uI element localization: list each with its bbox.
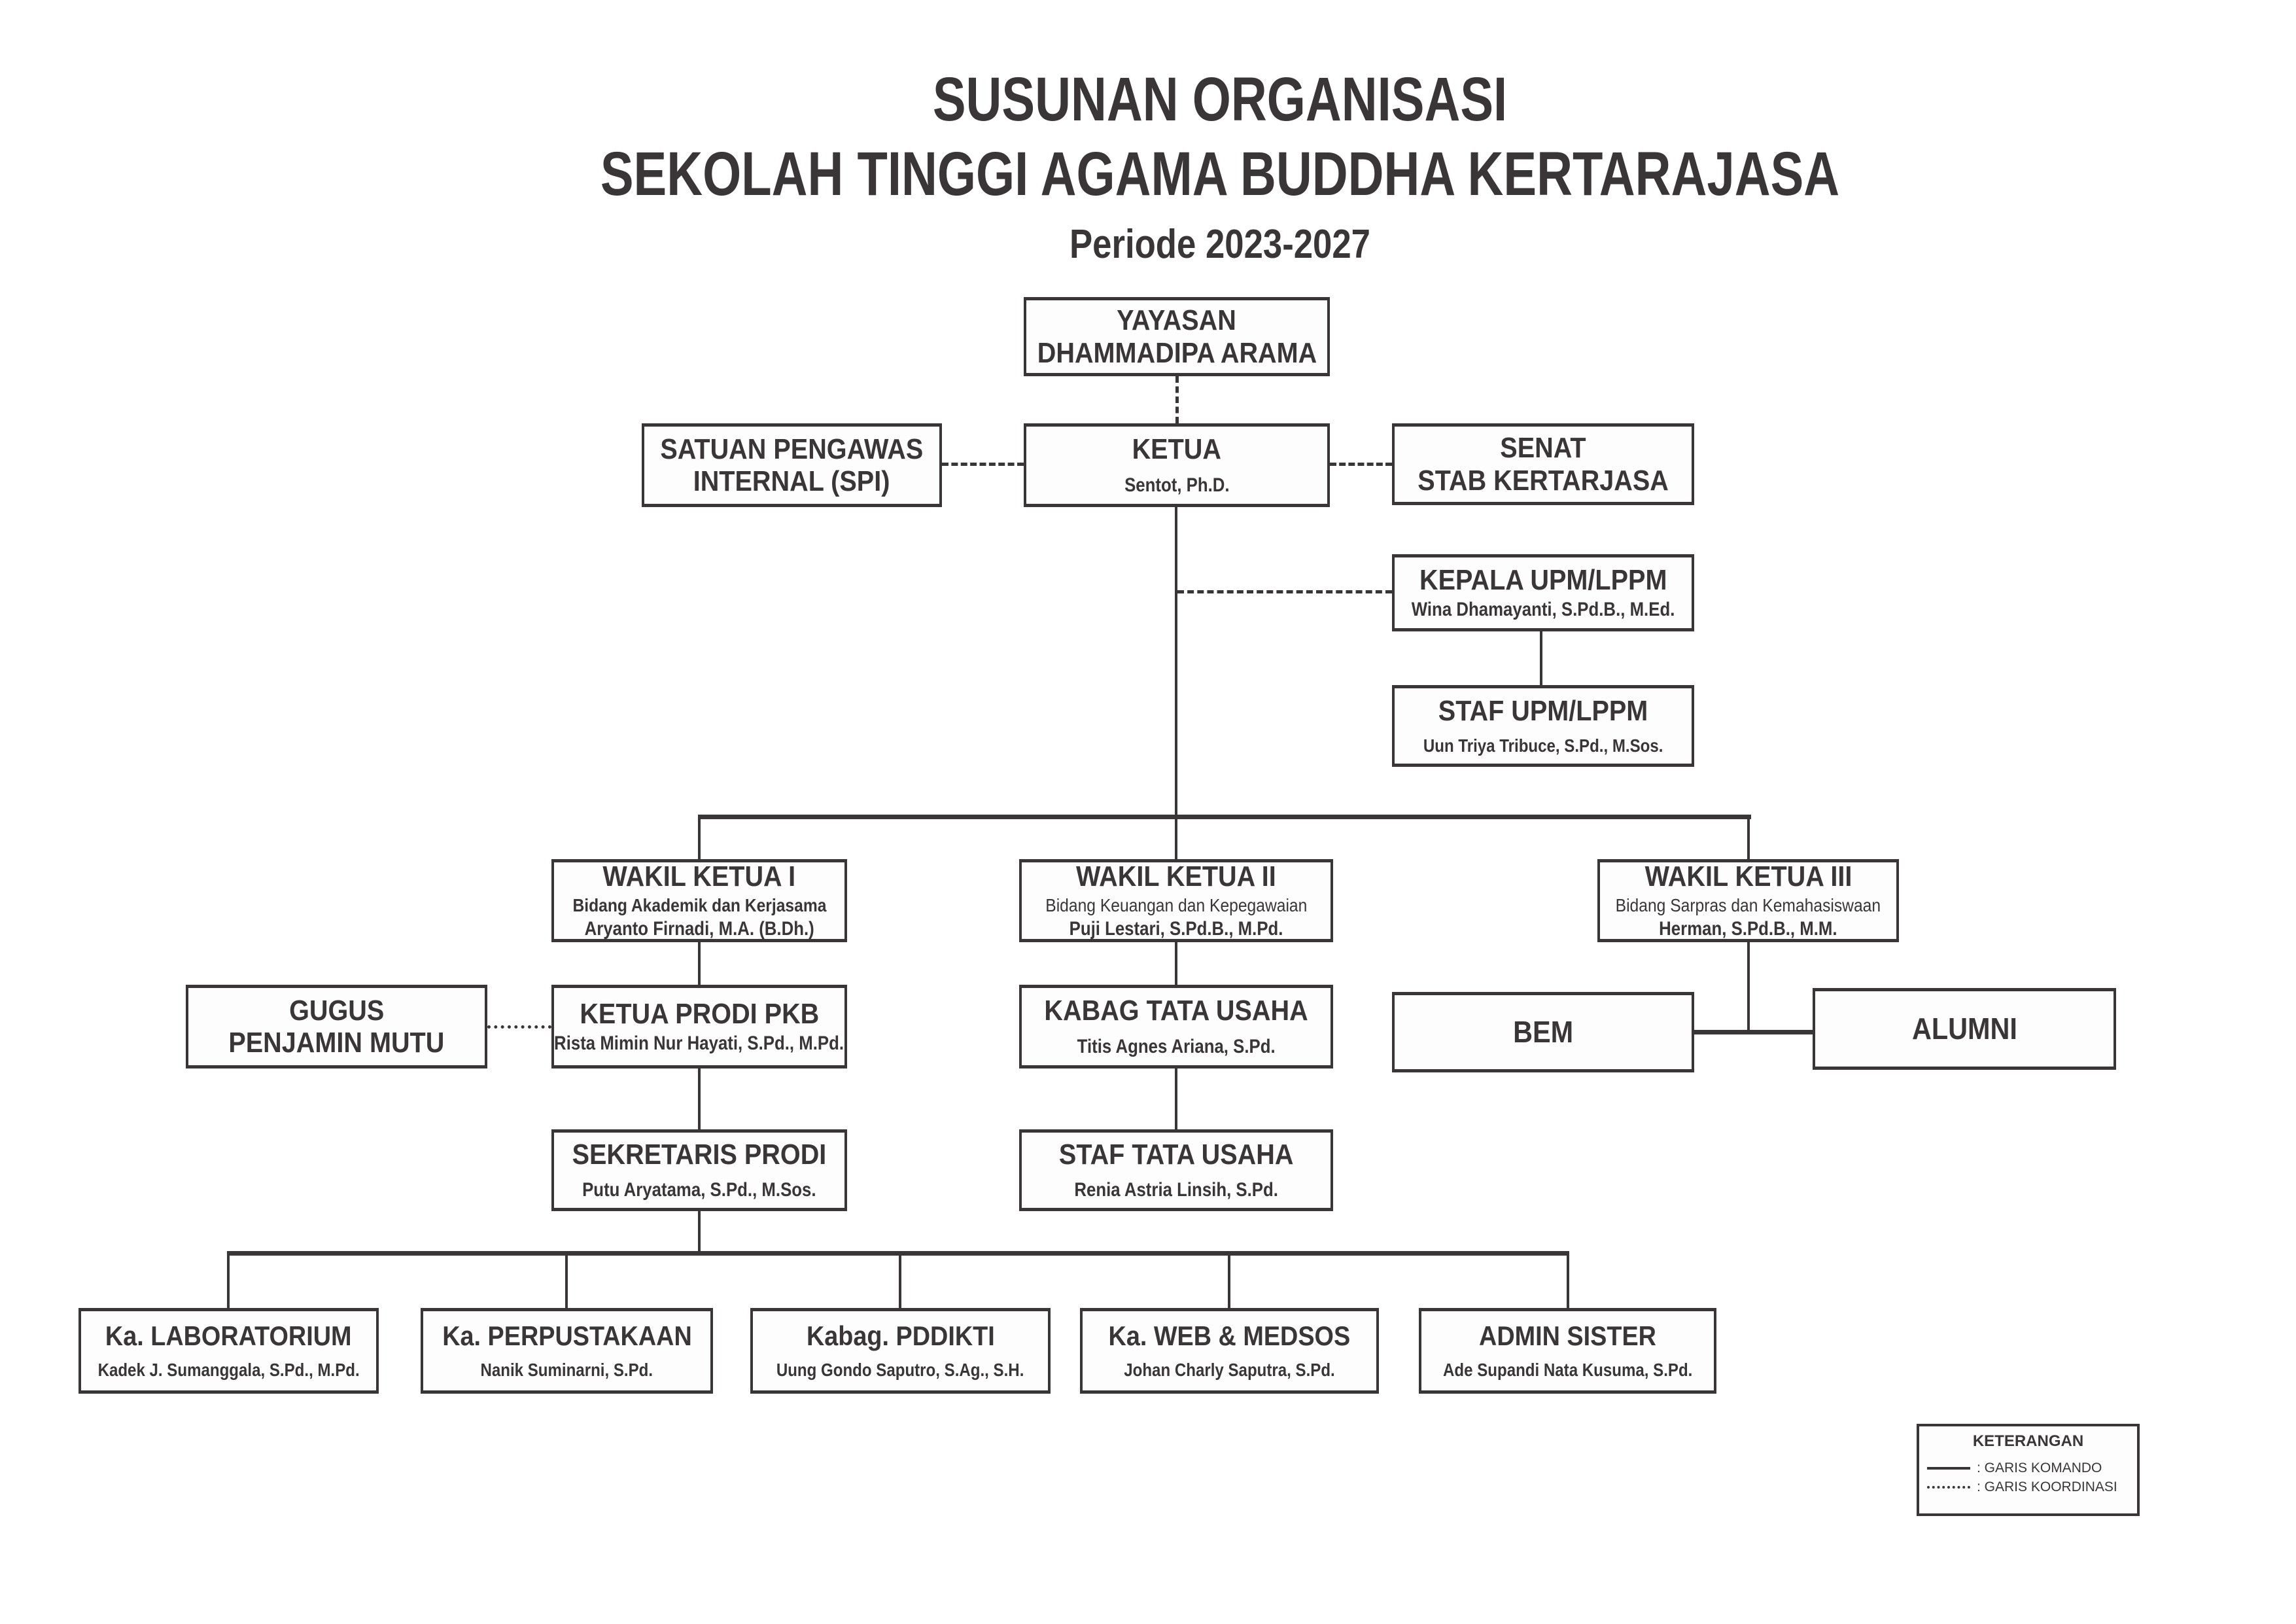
node-wakil-ketua-3-subtitle: Bidang Sarpras dan Kemahasiswaan: [1615, 895, 1881, 916]
node-ka-web-medsos: Ka. WEB & MEDSOS Johan Charly Saputra, S…: [1080, 1308, 1379, 1394]
node-wakil-ketua-2-title: WAKIL KETUA II: [1076, 860, 1276, 892]
node-spi: SATUAN PENGAWAS INTERNAL (SPI): [642, 423, 942, 507]
node-wakil-ketua-3-title: WAKIL KETUA III: [1644, 860, 1852, 892]
node-kabag-tu-title: KABAG TATA USAHA: [1044, 995, 1308, 1027]
node-ketua-title: KETUA: [1132, 433, 1222, 466]
node-staf-tata-usaha: STAF TATA USAHA Renia Astria Linsih, S.P…: [1019, 1129, 1333, 1211]
node-staf-upm: STAF UPM/LPPM Uun Triya Tribuce, S.Pd., …: [1392, 685, 1694, 767]
node-admin-sister-title: ADMIN SISTER: [1479, 1320, 1656, 1352]
node-kabag-pddikti: Kabag. PDDIKTI Uung Gondo Saputro, S.Ag.…: [750, 1308, 1051, 1394]
node-ketua: KETUA Sentot, Ph.D.: [1024, 423, 1330, 507]
connector-ketua-prodi-sekretaris: [698, 1068, 701, 1129]
connector-wk3-down: [1747, 942, 1750, 1034]
node-kabag-tata-usaha: KABAG TATA USAHA Titis Agnes Ariana, S.P…: [1019, 985, 1333, 1068]
node-spi-line2: INTERNAL (SPI): [693, 465, 890, 497]
connector-wakil-ketua-bar: [699, 815, 1751, 819]
node-web-medsos-name: Johan Charly Saputra, S.Pd.: [1124, 1360, 1335, 1381]
connector-ketua-trunk: [1175, 507, 1177, 859]
node-kepala-upm: KEPALA UPM/LPPM Wina Dhamayanti, S.Pd.B.…: [1392, 554, 1694, 631]
node-wakil-ketua-3: WAKIL KETUA III Bidang Sarpras dan Kemah…: [1597, 859, 1899, 942]
node-admin-sister-name: Ade Supandi Nata Kusuma, S.Pd.: [1442, 1360, 1693, 1381]
connector-drop-pddikti: [899, 1251, 901, 1308]
node-senat-line1: SENAT: [1500, 432, 1586, 465]
node-sekretaris-prodi: SEKRETARIS PRODI Putu Aryatama, S.Pd., M…: [551, 1129, 847, 1211]
node-web-medsos-title: Ka. WEB & MEDSOS: [1108, 1320, 1351, 1352]
connector-spi-ketua-dotted: [942, 463, 1024, 466]
node-pddikti-name: Uung Gondo Saputro, S.Ag., S.H.: [776, 1360, 1024, 1381]
node-gugus-line1: GUGUS: [288, 994, 385, 1027]
node-senat: SENAT STAB KERTARJASA: [1392, 423, 1694, 505]
node-alumni: ALUMNI: [1813, 988, 2116, 1070]
node-ketua-prodi-pkb: KETUA PRODI PKB Rista Mimin Nur Hayati, …: [551, 985, 847, 1068]
node-kabag-tu-name: Titis Agnes Ariana, S.Pd.: [1077, 1035, 1276, 1057]
legend-komando-label: : GARIS KOMANDO: [1977, 1460, 2102, 1476]
title-period: Periode 2023-2027: [1070, 222, 1370, 267]
chart-title: SUSUNAN ORGANISASI SEKOLAH TINGGI AGAMA …: [239, 62, 2201, 269]
connector-gugus-ketua-prodi-dotted: [487, 1025, 551, 1029]
node-ketua-prodi-title: KETUA PRODI PKB: [580, 998, 819, 1031]
connector-bottom-bar: [228, 1251, 1568, 1256]
node-sekretaris-prodi-title: SEKRETARIS PRODI: [572, 1138, 827, 1171]
node-kepala-upm-title: KEPALA UPM/LPPM: [1419, 564, 1667, 597]
legend-box: KETERANGAN : GARIS KOMANDO : GARIS KOORD…: [1917, 1424, 2140, 1516]
node-wakil-ketua-2-subtitle: Bidang Keuangan dan Kepegawaian: [1045, 895, 1308, 916]
connector-drop-wk3: [1747, 815, 1750, 859]
legend-dotted-line-sample: [1927, 1486, 1970, 1489]
node-wakil-ketua-3-name: Herman, S.Pd.B., M.M.: [1659, 918, 1837, 940]
connector-wk2-kabag-tu: [1175, 942, 1177, 985]
node-ketua-name: Sentot, Ph.D.: [1124, 474, 1230, 496]
node-admin-sister: ADMIN SISTER Ade Supandi Nata Kusuma, S.…: [1419, 1308, 1716, 1394]
node-staf-tu-name: Renia Astria Linsih, S.Pd.: [1074, 1179, 1278, 1201]
node-laboratorium-title: Ka. LABORATORIUM: [105, 1320, 352, 1352]
connector-drop-laboratorium: [227, 1251, 230, 1308]
node-wakil-ketua-1-subtitle: Bidang Akademik dan Kerjasama: [572, 895, 826, 916]
connector-kepala-staf-upm: [1540, 631, 1542, 685]
connector-drop-web-medsos: [1228, 1251, 1230, 1308]
node-staf-upm-title: STAF UPM/LPPM: [1438, 695, 1648, 728]
node-ketua-prodi-name: Rista Mimin Nur Hayati, S.Pd., M.Pd.: [554, 1032, 844, 1054]
node-alumni-title: ALUMNI: [1911, 1011, 2017, 1046]
node-perpustakaan-title: Ka. PERPUSTAKAAN: [442, 1320, 692, 1352]
legend-koordinasi-label: : GARIS KOORDINASI: [1977, 1479, 2117, 1495]
node-yayasan-line2: DHAMMADIPA ARAMA: [1037, 336, 1317, 369]
node-ka-perpustakaan: Ka. PERPUSTAKAAN Nanik Suminarni, S.Pd.: [421, 1308, 713, 1394]
node-gugus-line2: PENJAMIN MUTU: [228, 1027, 445, 1059]
connector-ketua-senat-dotted: [1330, 463, 1392, 466]
connector-drop-wk1: [698, 815, 701, 859]
title-line-2: SEKOLAH TINGGI AGAMA BUDDHA KERTARAJASA: [600, 139, 1840, 209]
node-staf-tu-title: STAF TATA USAHA: [1058, 1138, 1294, 1171]
node-bem: BEM: [1392, 992, 1694, 1072]
legend-row-koordinasi: : GARIS KOORDINASI: [1927, 1479, 2129, 1494]
connector-trunk-kepala-upm-dashed: [1177, 590, 1392, 593]
legend-row-komando: : GARIS KOMANDO: [1927, 1460, 2129, 1475]
connector-kabag-staf-tu: [1175, 1068, 1177, 1129]
node-ka-laboratorium: Ka. LABORATORIUM Kadek J. Sumanggala, S.…: [78, 1308, 379, 1394]
node-perpustakaan-name: Nanik Suminarni, S.Pd.: [480, 1360, 653, 1381]
legend-solid-line-sample: [1927, 1466, 1970, 1470]
connector-drop-perpustakaan: [565, 1251, 568, 1308]
node-wakil-ketua-2-name: Puji Lestari, S.Pd.B., M.Pd.: [1069, 918, 1283, 940]
node-staf-upm-name: Uun Triya Tribuce, S.Pd., M.Sos.: [1423, 735, 1663, 756]
node-bem-title: BEM: [1512, 1014, 1573, 1049]
connector-sekretaris-bar: [698, 1211, 701, 1253]
connector-yayasan-ketua-dashed: [1175, 376, 1179, 423]
node-sekretaris-prodi-name: Putu Aryatama, S.Pd., M.Sos.: [582, 1179, 816, 1201]
node-yayasan: YAYASAN DHAMMADIPA ARAMA: [1024, 297, 1330, 376]
title-line-1: SUSUNAN ORGANISASI: [932, 65, 1508, 134]
node-yayasan-line1: YAYASAN: [1117, 304, 1237, 337]
node-spi-line1: SATUAN PENGAWAS: [660, 432, 924, 465]
connector-bem-alumni: [1694, 1030, 1813, 1034]
node-gugus-penjamin-mutu: GUGUS PENJAMIN MUTU: [186, 985, 487, 1068]
legend-title: KETERANGAN: [1972, 1432, 2084, 1450]
node-laboratorium-name: Kadek J. Sumanggala, S.Pd., M.Pd.: [97, 1360, 360, 1381]
connector-drop-admin-sister: [1567, 1251, 1569, 1308]
connector-wk1-ketua-prodi: [698, 942, 701, 985]
node-wakil-ketua-1-name: Aryanto Firnadi, M.A. (B.Dh.): [584, 918, 814, 940]
node-wakil-ketua-1-title: WAKIL KETUA I: [602, 860, 796, 892]
node-wakil-ketua-1: WAKIL KETUA I Bidang Akademik dan Kerjas…: [551, 859, 847, 942]
node-pddikti-title: Kabag. PDDIKTI: [806, 1320, 995, 1352]
node-wakil-ketua-2: WAKIL KETUA II Bidang Keuangan dan Kepeg…: [1019, 859, 1333, 942]
node-senat-line2: STAB KERTARJASA: [1418, 464, 1669, 497]
node-kepala-upm-name: Wina Dhamayanti, S.Pd.B., M.Ed.: [1411, 598, 1675, 620]
